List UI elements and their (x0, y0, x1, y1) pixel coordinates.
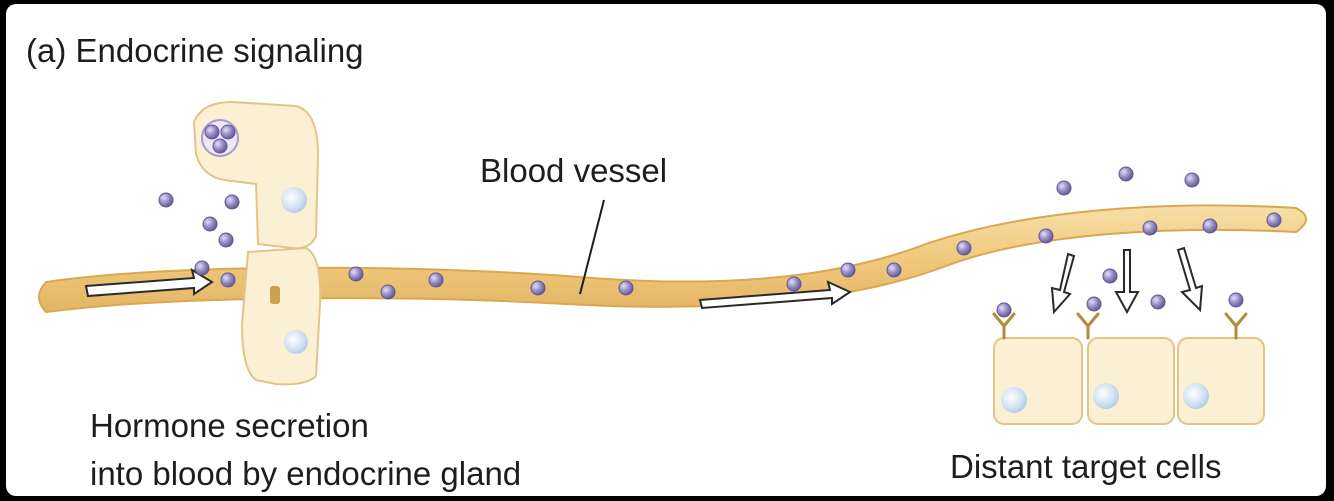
hormone-molecule-icon (1038, 228, 1054, 244)
target-cell-2 (1087, 337, 1175, 425)
hormone-molecule-icon (618, 280, 634, 296)
hormone-molecule-icon (1266, 212, 1282, 228)
gland-granule (270, 286, 280, 304)
hormone-molecule-icon (956, 240, 972, 256)
receptor-icon (1224, 312, 1248, 340)
hormone-molecule-icon (158, 192, 174, 208)
gland-cell-lower (240, 246, 322, 386)
hormone-molecule-icon (212, 138, 228, 154)
target-cell-3 (1177, 337, 1265, 425)
hormone-molecule-icon (1086, 296, 1102, 312)
flow-arrow-icon (84, 267, 214, 298)
binding-arrow-icon (1176, 246, 1204, 313)
target-cells-caption: Distant target cells (950, 448, 1222, 485)
hormone-molecule-icon (348, 266, 364, 282)
gland-caption: Hormone secretion into blood by endocrin… (90, 402, 521, 496)
target-nucleus-2 (1093, 383, 1119, 409)
receptor-icon (992, 312, 1016, 340)
blood-vessel-label: Blood vessel (480, 152, 668, 189)
gland-caption-line-1: Hormone secretion (90, 407, 369, 444)
hormone-molecule-icon (380, 284, 396, 300)
receptor-icon (1076, 312, 1100, 340)
hormone-molecule-icon (224, 194, 240, 210)
blood-vessel (38, 204, 1307, 314)
hormone-molecule-icon (996, 302, 1012, 318)
target-cells (993, 337, 1265, 425)
gland-caption-line-2: into blood by endocrine gland (90, 455, 522, 492)
hormone-molecule-icon (1150, 294, 1166, 310)
hormone-molecule-icon (202, 216, 218, 232)
binding-arrow-icon (1114, 249, 1140, 315)
hormone-molecule-icon (194, 260, 210, 276)
hormone-molecule-icon (1202, 218, 1218, 234)
hormone-molecule-icon (1228, 292, 1244, 308)
hormone-molecule-icon (786, 276, 802, 292)
vessel-leader-line (579, 199, 605, 295)
target-cell-1 (993, 337, 1083, 425)
hormone-molecule-icon (530, 280, 546, 296)
hormone-molecule-icon (1184, 172, 1200, 188)
gland-nucleus-lower (284, 330, 308, 354)
hormone-molecule-icon (204, 124, 220, 140)
receptors (992, 312, 1248, 340)
flow-arrow-icon (698, 280, 853, 310)
diagram-art (38, 100, 1307, 425)
hormone-molecule-icon (1142, 220, 1158, 236)
binding-arrow-icon (1050, 252, 1076, 315)
hormone-molecule-icon (1056, 180, 1072, 196)
target-nucleus-1 (1001, 387, 1027, 413)
hormone-molecule-icon (886, 262, 902, 278)
hormone-molecule-icon (840, 262, 856, 278)
hormone-molecule-icon (218, 232, 234, 248)
hormone-molecules (158, 124, 1282, 318)
diagram-panel: (a) Endocrine signaling Blood vessel Hor… (6, 4, 1326, 496)
hormone-molecule-icon (1102, 268, 1118, 284)
hormone-molecule-icon (1118, 166, 1134, 182)
hormone-molecule-icon (220, 272, 236, 288)
hormone-molecule-icon (220, 124, 236, 140)
gland-nucleus-upper (281, 187, 307, 213)
target-nucleus-3 (1183, 383, 1209, 409)
hormone-molecule-icon (428, 272, 444, 288)
diagram-title: (a) Endocrine signaling (26, 32, 364, 69)
